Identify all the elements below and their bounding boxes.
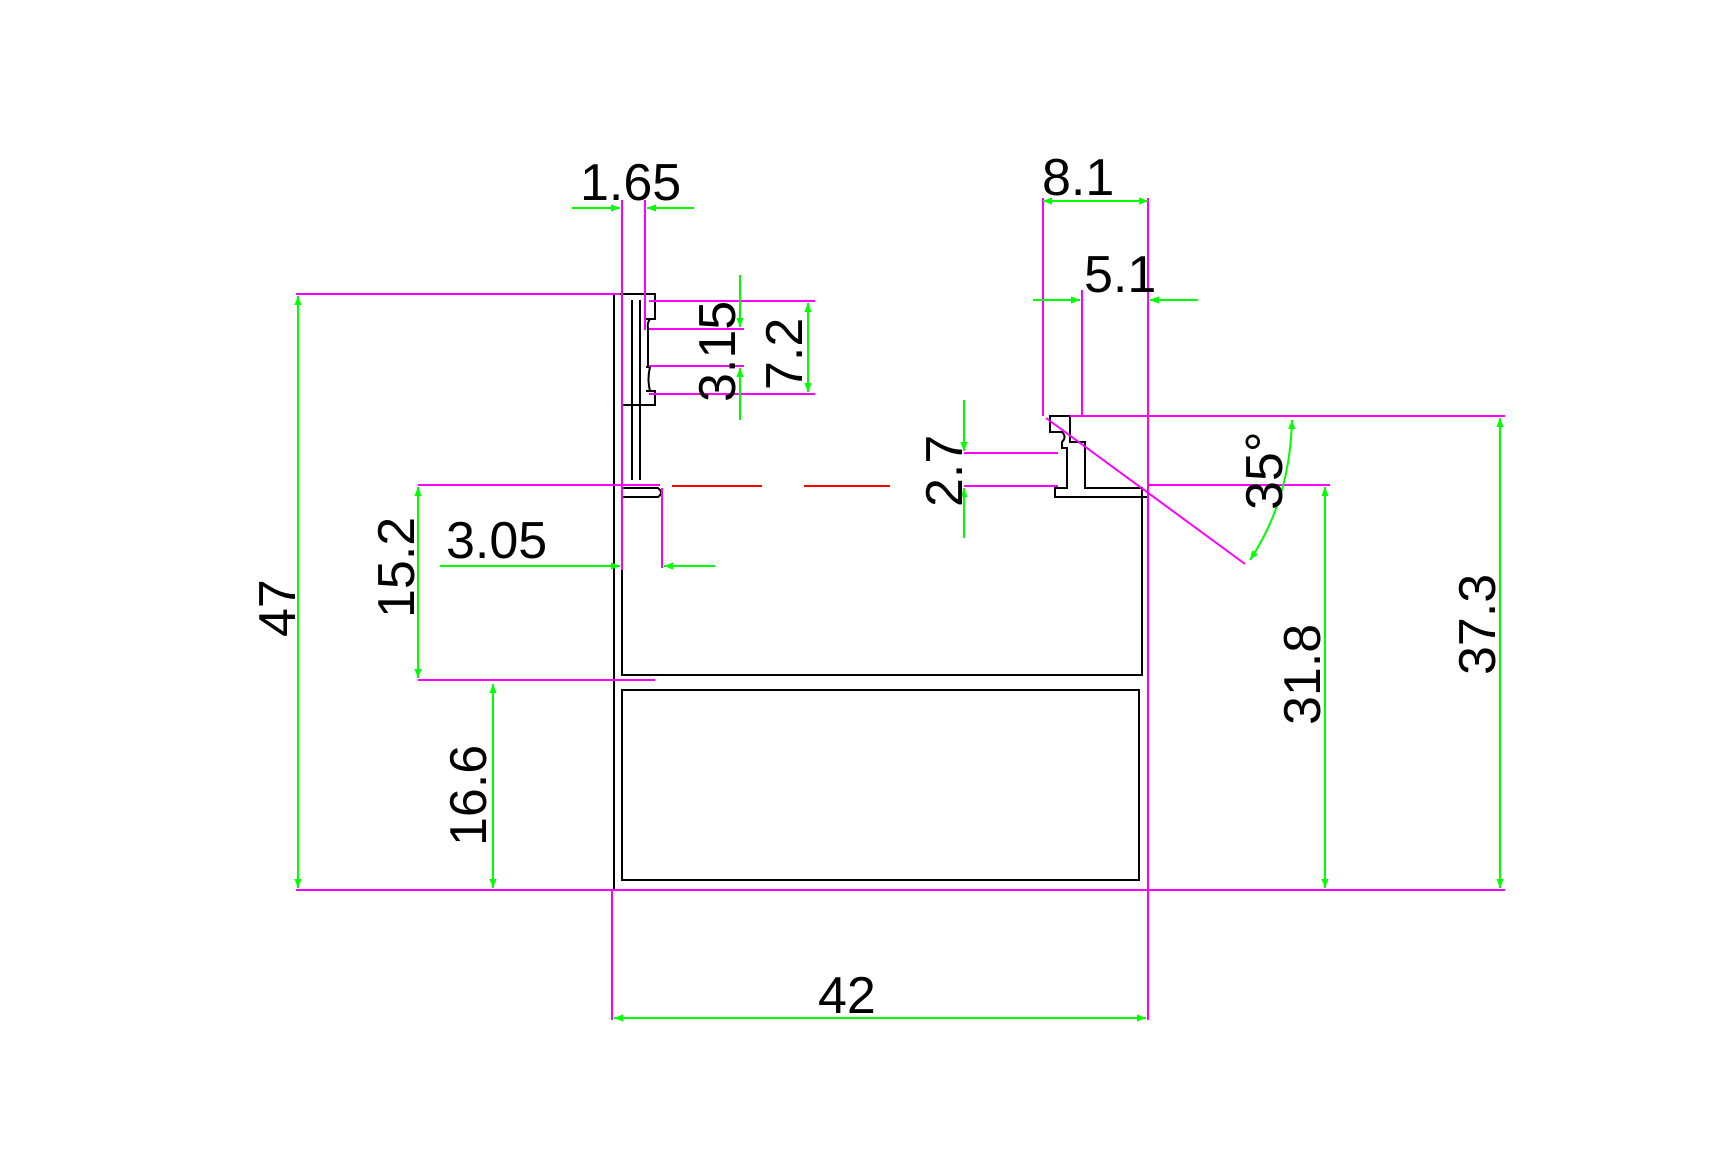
- angle-arc: [1249, 419, 1296, 561]
- dim-right-chamber-height: 31.8: [1274, 624, 1332, 725]
- extension-lines: [296, 198, 1505, 1020]
- dim-lip-width: 5.1: [1084, 246, 1156, 304]
- dim-slot-width: 1.65: [580, 154, 681, 212]
- dim-groove-height: 2.7: [916, 435, 974, 507]
- lower-chamber: [621, 689, 1140, 881]
- dim-groove-offset: 3.05: [446, 512, 547, 570]
- angle-line: [1045, 417, 1246, 565]
- dim-upper-chamber-height: 15.2: [368, 517, 426, 618]
- dim-right-total-height: 37.3: [1449, 574, 1507, 675]
- dim-top-right-width: 8.1: [1042, 149, 1114, 207]
- dim-angle: 35°: [1236, 431, 1294, 510]
- dim-total-width: 42: [818, 967, 876, 1025]
- dimension-labels: 1.65 8.1 5.1 3.15 7.2 2.7 35° 47 15.2 3.…: [249, 149, 1507, 1025]
- dim-slot-depth: 3.15: [689, 301, 747, 402]
- dimension-lines: [294, 197, 1504, 1022]
- dim-lower-chamber-height: 16.6: [440, 745, 498, 846]
- dim-slot-span: 7.2: [756, 318, 814, 390]
- profile-inner-left-wall: [631, 300, 641, 480]
- dim-total-height: 47: [249, 579, 307, 637]
